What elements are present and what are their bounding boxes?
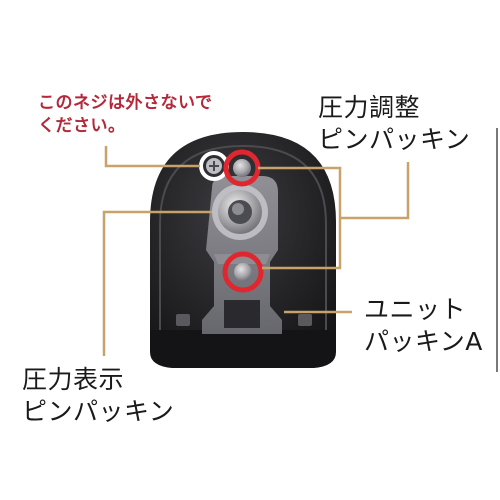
unit-packing-a-label: ユニット パッキンA bbox=[364, 294, 483, 358]
pressure-adjust-line-1: 圧力調整 bbox=[318, 93, 421, 122]
screw-warning-label: このネジは外さないで ください。 bbox=[38, 92, 213, 138]
pressure-display-leader-line bbox=[102, 210, 212, 356]
screw-leader-line bbox=[104, 146, 200, 168]
pressure-adjust-leader-line bbox=[340, 162, 410, 220]
main-knob bbox=[212, 184, 268, 240]
pressure-adjust-pin-packing-label: 圧力調整 ピンパッキン bbox=[318, 92, 470, 156]
pressure-display-highlight-ring bbox=[222, 251, 264, 293]
pressure-display-pin-packing-label: 圧力表示 ピンパッキン bbox=[22, 364, 174, 428]
screw-icon bbox=[206, 158, 222, 174]
screw-warning-line-1: このネジは外さないで bbox=[38, 93, 213, 113]
unit-packing-line-2: パッキンA bbox=[364, 327, 483, 356]
leader-lines bbox=[102, 146, 410, 356]
pressure-adjust-pin bbox=[233, 159, 251, 177]
pressure-display-line-1: 圧力表示 bbox=[22, 365, 125, 394]
pressure-display-line-2: ピンパッキン bbox=[22, 397, 175, 426]
screw-warning-line-2: ください。 bbox=[38, 116, 126, 136]
pressure-display-pin bbox=[234, 263, 252, 281]
pressure-adjust-line-2: ピンパッキン bbox=[318, 125, 471, 154]
right-edge-line bbox=[496, 128, 498, 372]
unit-packing-line-1: ユニット bbox=[364, 295, 467, 324]
